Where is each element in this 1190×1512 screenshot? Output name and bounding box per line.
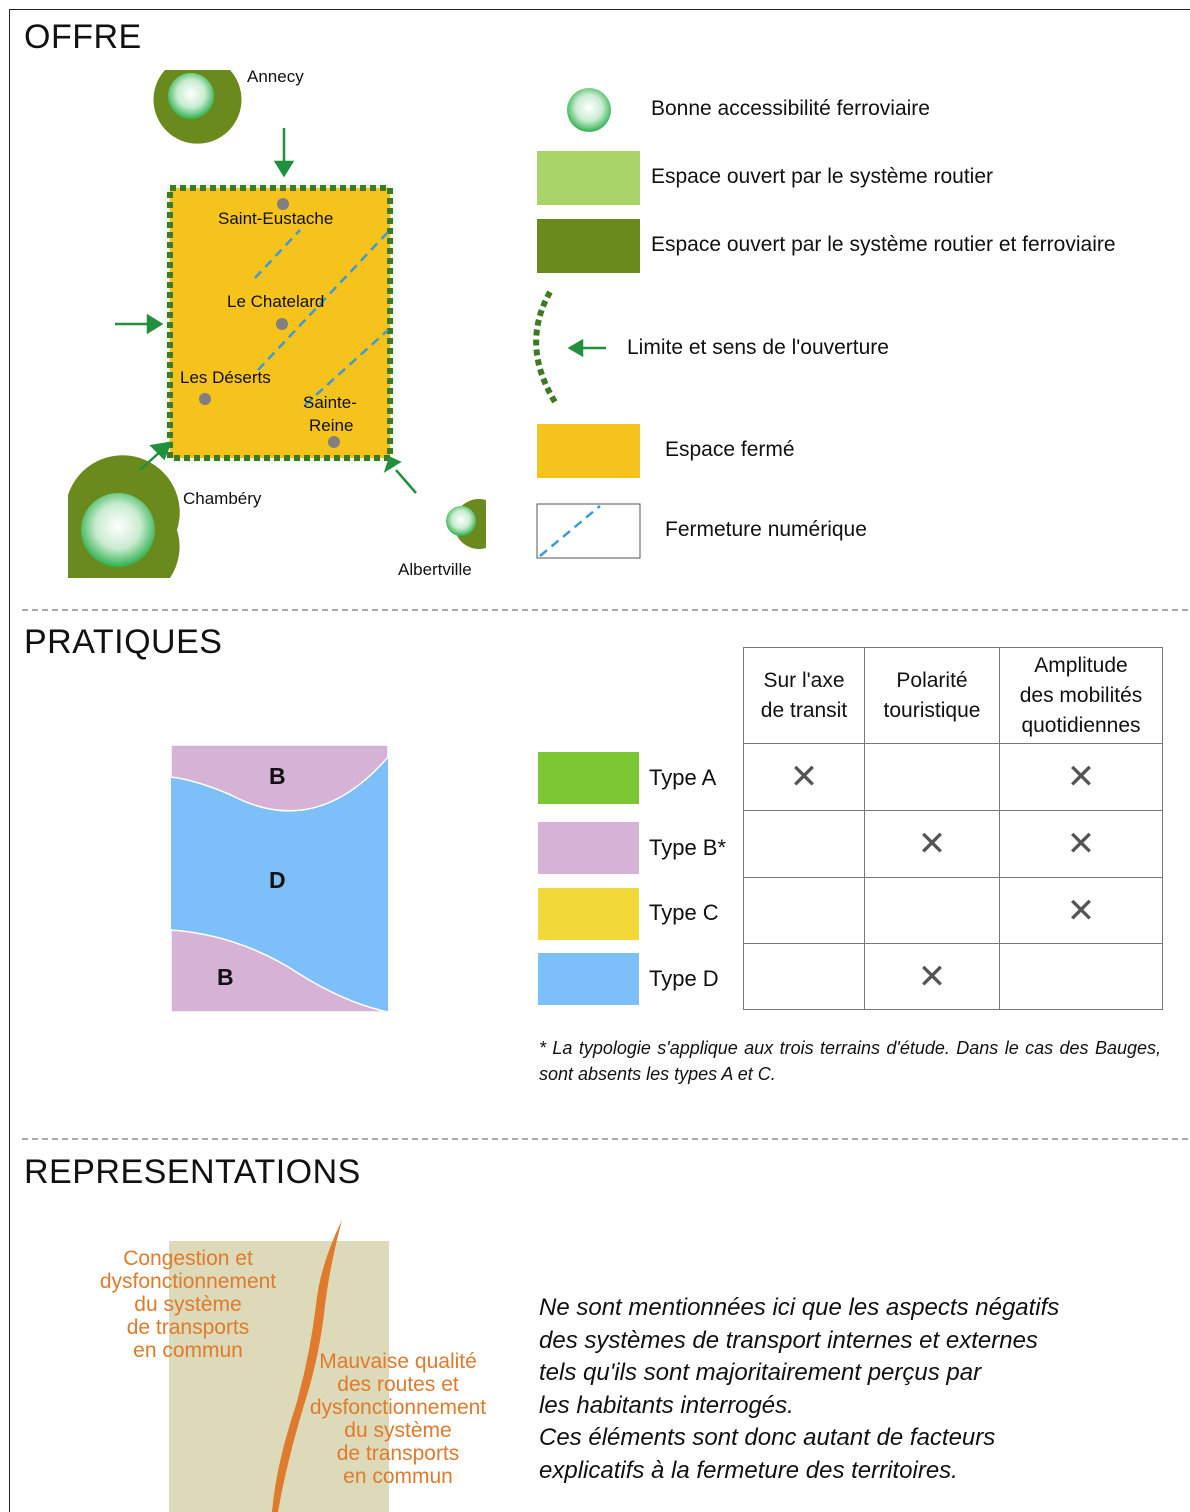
rail-node-icon — [81, 493, 155, 567]
label-le-chatelard: Le Chatelard — [227, 292, 325, 311]
cross-mark-icon: ✕ — [1066, 757, 1096, 797]
opening-limit-icon — [533, 290, 558, 404]
table-row: ✕ ✕ — [743, 810, 1163, 878]
table-row: ✕ — [743, 877, 1163, 944]
rail-node-icon — [567, 88, 611, 132]
type-c-label: Type C — [649, 900, 719, 925]
left-perception-text: Congestion et dysfonctionnement du systè… — [99, 1247, 277, 1362]
type-b-label: Type B* — [649, 835, 727, 860]
digital-closure-lines — [254, 229, 389, 406]
label-albertville: Albertville — [398, 560, 472, 579]
opening-limit-border — [167, 185, 393, 461]
village-dots — [199, 198, 340, 448]
cross-mark-icon: ✕ — [917, 824, 947, 864]
table-cell — [864, 877, 1000, 944]
type-d-swatch — [538, 953, 639, 1005]
table-cell — [743, 877, 865, 944]
separator-1 — [22, 609, 1188, 611]
table-cell: ✕ — [743, 743, 865, 811]
zone-label-d: D — [269, 867, 286, 893]
legend-text-digital: Fermeture numérique — [665, 518, 867, 541]
digital-line-swatch — [536, 503, 641, 559]
figure-frame — [9, 9, 1190, 1512]
digital-line-icon — [539, 505, 601, 557]
representations-diagram — [169, 1220, 389, 1512]
type-a-label: Type A — [649, 765, 717, 790]
offre-legend-symbols — [533, 88, 641, 559]
table-cell: ✕ — [999, 877, 1163, 944]
legend-text-closed: Espace fermé — [665, 438, 795, 461]
cross-mark-icon: ✕ — [789, 757, 819, 797]
legend-text-road-rail: Espace ouvert par le système routier et … — [651, 233, 1116, 256]
legend-text-limit: Limite et sens de l'ouverture — [627, 336, 889, 359]
cross-mark-icon: ✕ — [917, 956, 947, 997]
fracture-line — [272, 1220, 342, 1512]
opening-arrows — [115, 128, 417, 494]
label-sainte-reine-2: Reine — [309, 416, 354, 435]
pratiques-zone-diagram — [171, 745, 389, 1013]
label-les-deserts: Les Déserts — [180, 368, 271, 387]
table-cell: ✕ — [864, 810, 1000, 878]
legend-text-road: Espace ouvert par le système routier — [651, 165, 993, 188]
zone-label-b-bottom: B — [217, 964, 234, 990]
type-c-swatch — [538, 888, 639, 940]
section-title-pratiques: PRATIQUES — [24, 623, 223, 661]
rail-node-icon — [446, 506, 476, 536]
section-title-representations: REPRESENTATIONS — [24, 1153, 361, 1191]
annecy-node — [153, 70, 242, 144]
chambery-node — [68, 455, 180, 578]
light-green-swatch — [537, 151, 640, 205]
section-title-offre: OFFRE — [24, 18, 142, 56]
table-cell: ✕ — [999, 743, 1163, 811]
table-cell — [864, 743, 1000, 811]
cross-mark-icon: ✕ — [1066, 890, 1096, 931]
rail-node-icon — [168, 73, 214, 119]
type-a-swatch — [538, 752, 639, 804]
representations-paragraph: Ne sont mentionnées ici que les aspects … — [539, 1294, 1060, 1484]
dark-green-swatch — [537, 219, 640, 273]
table-cell — [999, 943, 1163, 1010]
legend-text-rail: Bonne accessibilité ferroviaire — [651, 97, 930, 120]
label-annecy: Annecy — [247, 67, 304, 86]
type-d-label: Type D — [649, 966, 719, 991]
label-saint-eustache: Saint-Eustache — [218, 209, 334, 228]
table-row: ✕ — [743, 943, 1163, 1010]
orange-swatch — [537, 424, 640, 478]
table-cell — [743, 810, 865, 878]
table-cell — [743, 943, 865, 1010]
table-row: ✕ ✕ — [743, 743, 1163, 811]
table-cell: ✕ — [864, 943, 1000, 1010]
table-cell: ✕ — [999, 810, 1163, 878]
offre-map — [68, 70, 486, 578]
label-chambery: Chambéry — [183, 489, 262, 508]
typology-footnote: * La typologie s'applique aux trois terr… — [539, 1038, 1161, 1084]
cross-mark-icon: ✕ — [1066, 824, 1096, 864]
type-b-swatch — [538, 822, 639, 874]
label-sainte-reine-1: Sainte- — [303, 393, 357, 412]
zone-label-b-top: B — [269, 763, 286, 789]
right-perception-text: Mauvaise qualité des routes et dysfoncti… — [309, 1350, 487, 1488]
albertville-node — [446, 498, 486, 549]
separator-2 — [22, 1138, 1188, 1140]
